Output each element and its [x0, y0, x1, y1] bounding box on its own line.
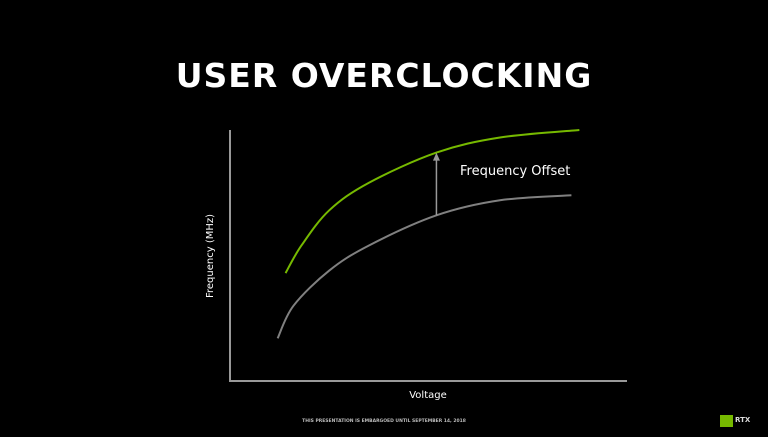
overclocked-curve [284, 129, 580, 274]
y-axis-label: Frequency (MHz) [205, 214, 216, 298]
arrow-head-icon [432, 152, 440, 161]
stock-curve [276, 194, 572, 339]
annotation-label: Frequency Offset [460, 164, 570, 179]
nvidia-rtx-logo: RTX [720, 415, 752, 427]
rtx-logo-text: RTX [735, 416, 751, 424]
embargo-footer: THIS PRESENTATION IS EMBARGOED UNTIL SEP… [302, 419, 466, 424]
slide-title: USER OVERCLOCKING [175, 56, 593, 95]
nvidia-eye-icon [720, 415, 733, 427]
x-axis-label: Voltage [409, 390, 447, 401]
